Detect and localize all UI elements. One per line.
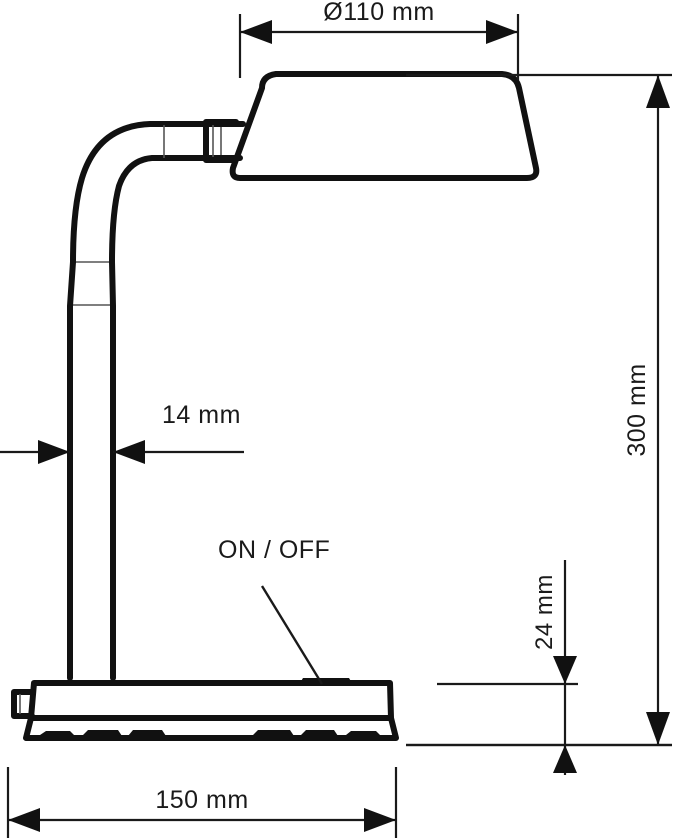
dimension-base-width: 150 mm (6, 767, 398, 838)
arrow-bottom-base-height (553, 745, 577, 773)
lamp-base-body (28, 680, 394, 721)
lamp-base-lip (23, 715, 399, 741)
label-total-height: 300 mm (623, 363, 651, 456)
arrow-top-base-height (553, 656, 577, 684)
arrow-bottom-total-height (646, 712, 670, 745)
annotation-power-switch: ON / OFF (218, 536, 330, 685)
dimension-base-height: 24 mm (406, 560, 672, 775)
vertical-stem-left (67, 259, 76, 681)
label-stem-width: 14 mm (162, 401, 241, 429)
gooseneck-arm-inner (109, 155, 243, 265)
leader-line-power-switch (260, 585, 324, 685)
lamp-shade (229, 71, 540, 181)
vertical-stem-right (109, 259, 116, 681)
arrow-left-base-width (8, 808, 40, 832)
arrow-right-base-width (364, 808, 396, 832)
arrow-stem-width-right (113, 440, 145, 464)
arrow-left-shade-diameter (240, 20, 272, 44)
dimension-stem-width: 14 mm (0, 401, 244, 464)
gooseneck-arm-outer (70, 121, 246, 265)
label-shade-diameter: Ø110 mm (323, 0, 434, 26)
base-feet (40, 730, 380, 736)
on-off-switch[interactable] (300, 678, 352, 683)
arrow-stem-width-left (38, 440, 70, 464)
cable-exit-tab (11, 689, 36, 719)
label-power-switch: ON / OFF (218, 536, 330, 564)
arrow-top-total-height (646, 75, 670, 108)
arrow-right-shade-diameter (486, 20, 518, 44)
label-base-height: 24 mm (531, 574, 558, 650)
label-base-width: 150 mm (155, 786, 248, 814)
dimension-shade-diameter: Ø110 mm (238, 0, 520, 80)
lamp-product-outline (11, 71, 540, 741)
